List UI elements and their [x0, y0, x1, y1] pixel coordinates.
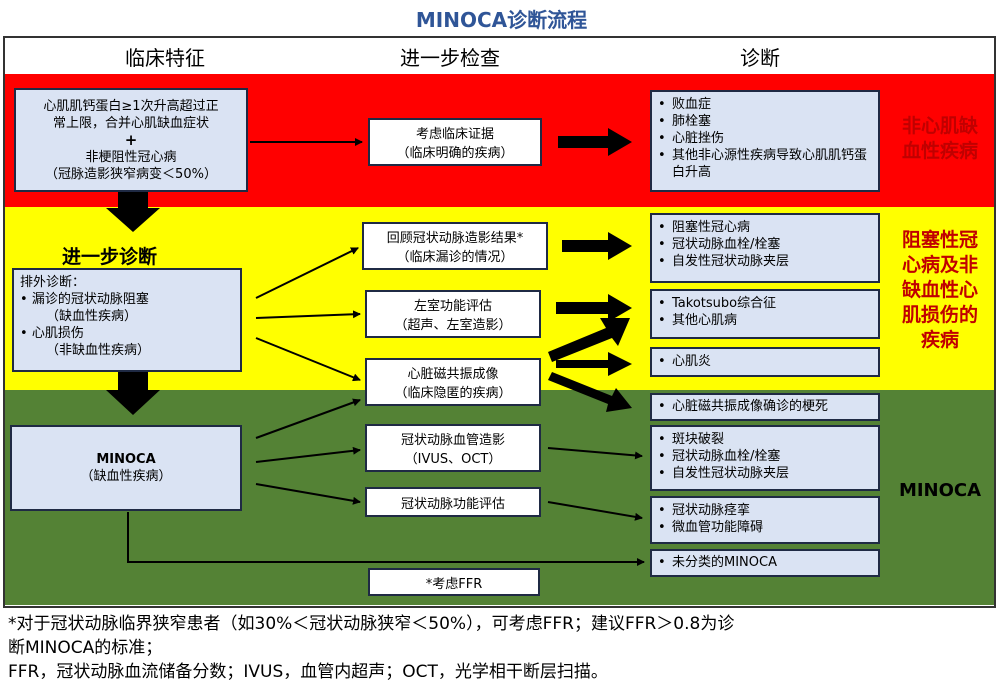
dx-item: 微血管功能障碍	[658, 519, 872, 536]
exclude-item-sub: （非缺血性疾病）	[46, 343, 151, 358]
check-sublabel: （临床明确的疾病）	[396, 146, 514, 161]
exclude-item-sub: （缺血性疾病）	[46, 309, 138, 324]
diagram-frame	[3, 36, 996, 608]
dx-item: 自发性冠状动脉夹层	[658, 253, 872, 270]
arrow-exclude-to-check1	[255, 247, 359, 299]
ffr-note-box: *考虑FFR	[368, 568, 540, 596]
dx-item: 冠状动脉血栓/栓塞	[658, 236, 872, 253]
dx-item: 未分类的MINOCA	[658, 554, 872, 571]
dx-item: 斑块破裂	[658, 431, 872, 448]
header-clinical: 临床特征	[125, 46, 205, 70]
exclude-item-label: 心肌损伤	[31, 326, 84, 341]
dx-item: 冠状动脉痉挛	[658, 502, 872, 519]
exclude-item: • 漏诊的冠状动脉阻塞	[20, 292, 149, 307]
check-ivus-oct: 冠状动脉血管造影 （IVUS、OCT）	[365, 424, 541, 472]
further-diagnosis-label: 进一步诊断	[62, 246, 158, 268]
block-arrow-check1-to-dx1	[562, 232, 632, 260]
plus-sign: +	[124, 130, 138, 149]
label-obstructive-nonischemic: 阻塞性冠 心病及非 缺血性心 肌损伤的 疾病	[884, 228, 996, 353]
dx-item: 自发性冠状动脉夹层	[658, 465, 872, 482]
footnote-line: 断MINOCA的标准；	[8, 638, 163, 658]
exclude-item-label: 漏诊的冠状动脉阻塞	[31, 292, 149, 307]
check-label: 心脏磁共振成像	[407, 367, 499, 382]
exclude-diagnosis-box: 排外诊断： • 漏诊的冠状动脉阻塞 （缺血性疾病） • 心肌损伤 （非缺血性疾病…	[12, 268, 242, 372]
arrow-minoca-to-function	[255, 483, 361, 505]
block-arrow-check3-to-dx3	[556, 352, 632, 376]
criteria-line: 心肌肌钙蛋白≥1次升高超过正	[43, 98, 219, 114]
exclude-title: 排外诊断：	[20, 275, 86, 290]
flow-arrows	[106, 128, 645, 566]
block-arrow-check-to-dx-red	[558, 128, 632, 156]
dx-myocarditis-box: 心肌炎	[650, 347, 880, 377]
ffr-label: *考虑FFR	[425, 576, 483, 592]
check-clinical-evidence: 考虑临床证据 （临床明确的疾病）	[368, 118, 542, 166]
page-title: MINOCA诊断流程	[415, 8, 588, 32]
check-angiography-review: 回顾冠状动脉造影结果* （临床漏诊的情况）	[362, 222, 548, 270]
dx-item: 心脏磁共振成像确诊的梗死	[658, 398, 872, 415]
arrow-minoca-to-ivus	[255, 446, 361, 463]
dx-item: 肺栓塞	[658, 113, 872, 130]
check-sublabel: （临床漏诊的情况）	[396, 250, 514, 265]
footnote-line: FFR，冠状动脉血流储备分数；IVUS，血管内超声；OCT，光学相干断层扫描。	[8, 662, 608, 682]
dx-item: 其他心肌病	[658, 312, 872, 329]
dx-spasm-box: 冠状动脉痉挛 微血管功能障碍	[650, 496, 880, 544]
check-label: 冠状动脉功能评估	[400, 496, 505, 512]
label-minoca: MINOCA	[898, 480, 982, 501]
header-diagnosis: 诊断	[740, 46, 780, 70]
dx-item: 阻塞性冠心病	[658, 219, 872, 236]
check-label: 冠状动脉血管造影	[400, 433, 505, 448]
check-coronary-function: 冠状动脉功能评估	[365, 487, 541, 517]
exclude-item: • 心肌损伤	[20, 326, 84, 341]
dx-item: Takotsubo综合征	[658, 295, 872, 312]
label-line: 缺血性心	[901, 279, 978, 301]
check-label: 左室功能评估	[413, 299, 492, 314]
arrow-minoca-to-unclassified	[127, 512, 645, 566]
check-label: 回顾冠状动脉造影结果*	[386, 231, 524, 246]
label-line: 心病及非	[901, 254, 978, 276]
check-sublabel: （超声、左室造影）	[394, 318, 512, 333]
minoca-title: MINOCA	[96, 452, 156, 467]
arrow-exclude-to-check3	[255, 337, 361, 382]
label-line: 肌损伤的	[901, 304, 978, 326]
block-arrow-check3-to-dx2	[548, 318, 630, 362]
block-arrow-check2-to-dx2	[556, 294, 632, 322]
dx-item: 其他非心源性疾病导致心肌肌钙蛋白升高	[658, 147, 872, 181]
dx-item: 冠状动脉血栓/栓塞	[658, 448, 872, 465]
label-line: 非心肌缺	[901, 115, 978, 137]
dx-cardiomyopathy-box: Takotsubo综合征 其他心肌病	[650, 289, 880, 339]
check-label: 考虑临床证据	[415, 127, 494, 142]
block-arrow-yellow-to-green	[106, 372, 160, 415]
dx-plaque-box: 斑块破裂 冠状动脉血栓/栓塞 自发性冠状动脉夹层	[650, 425, 880, 491]
arrow-ivus-to-dx5	[547, 447, 643, 460]
criteria-line: （冠脉造影狭窄病变＜50%）	[45, 166, 217, 182]
dx-cmr-infarct-box: 心脏磁共振成像确诊的梗死	[650, 393, 880, 421]
arrow-function-to-dx6	[547, 501, 643, 521]
block-arrow-red-to-yellow	[106, 192, 160, 232]
footnote-line: *对于冠状动脉临界狭窄患者（如30%＜冠状动脉狭窄＜50%），可考虑FFR；建议…	[8, 614, 735, 634]
arrow-minoca-to-cmr	[255, 398, 361, 439]
arrow-exclude-to-check2	[255, 310, 361, 319]
dx-unclassified-box: 未分类的MINOCA	[650, 549, 880, 577]
check-sublabel: （临床隐匿的疾病）	[394, 386, 512, 401]
check-cmr: 心脏磁共振成像 （临床隐匿的疾病）	[365, 358, 541, 406]
check-lv-function: 左室功能评估 （超声、左室造影）	[365, 290, 541, 338]
block-arrow-check3-to-dx4	[548, 372, 632, 412]
dx-non-cardiac-box: 败血症 肺栓塞 心脏挫伤 其他非心源性疾病导致心肌肌钙蛋白升高	[650, 90, 880, 192]
criteria-line: 常上限，合并心肌缺血症状	[52, 115, 209, 131]
footnote: *对于冠状动脉临界狭窄患者（如30%＜冠状动脉狭窄＜50%），可考虑FFR；建议…	[8, 612, 734, 684]
label-line: 疾病	[920, 329, 959, 351]
dx-item: 心肌炎	[658, 353, 872, 370]
minoca-sub: （缺血性疾病）	[80, 469, 172, 484]
check-sublabel: （IVUS、OCT）	[404, 452, 502, 467]
label-line: 血性疾病	[901, 140, 978, 162]
dx-obstructive-box: 阻塞性冠心病 冠状动脉血栓/栓塞 自发性冠状动脉夹层	[650, 213, 880, 283]
clinical-criteria-box: 心肌肌钙蛋白≥1次升高超过正 常上限，合并心肌缺血症状 + 非梗阻性冠心病 （冠…	[14, 88, 248, 192]
header-further: 进一步检查	[400, 46, 500, 70]
criteria-line: 非梗阻性冠心病	[85, 149, 177, 165]
label-non-ischemic: 非心肌缺 血性疾病	[884, 114, 996, 164]
label-line: 阻塞性冠	[901, 229, 978, 251]
dx-item: 心脏挫伤	[658, 130, 872, 147]
minoca-box: MINOCA （缺血性疾病）	[10, 425, 242, 511]
dx-item: 败血症	[658, 96, 872, 113]
